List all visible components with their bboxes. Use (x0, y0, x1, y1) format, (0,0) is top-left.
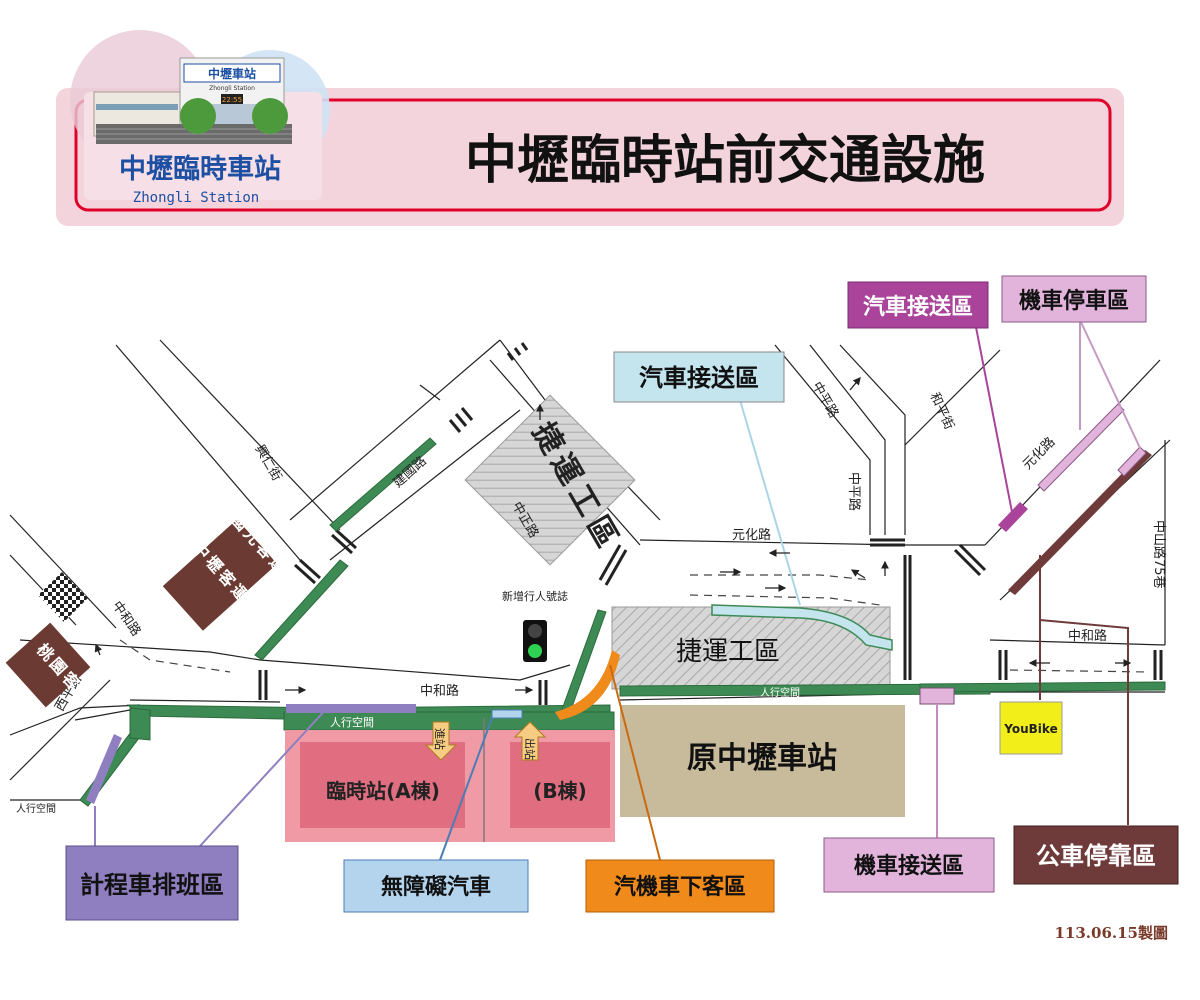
new-signal-label: 新增行人號誌 (502, 589, 568, 603)
legend-car-dropoff-top (613, 351, 785, 403)
car-dropoff-magenta-marker (998, 502, 1028, 532)
accessible-zone-marker (491, 709, 523, 719)
road-yuanhua: 元化路 (732, 527, 771, 543)
logo-subtitle: Zhongli Station (133, 190, 259, 206)
taxi-zone-marker (286, 704, 416, 713)
station-logo: 中壢車站 Zhongli Station 22:55 中壢臨時車站 Zhongl… (70, 30, 330, 206)
enter-sign: 進站 (424, 721, 458, 761)
scooter-parking-marker-2 (1117, 446, 1147, 477)
logo-sign: 中壢車站 (208, 66, 256, 81)
tree-icon (252, 98, 288, 134)
crosswalks (133, 342, 1163, 736)
tree-icon (180, 98, 216, 134)
legend-scooter-pickup-label: 機車接送區 (854, 853, 964, 879)
legend-bus-stop (1013, 825, 1179, 885)
ped-space-label-right: 人行空間 (760, 686, 800, 699)
road-zhonghe-right: 中和路 (1068, 628, 1107, 644)
leader-lines (94, 319, 1141, 861)
legend-car-dropoff-right-label: 汽車接送區 (863, 294, 973, 320)
logo-clock: 22:55 (222, 96, 242, 104)
exit-label: 出站 (523, 738, 537, 760)
road-zhonghe-center: 中和路 (420, 683, 459, 699)
road-zhongshan: 中山路75巷 (1151, 520, 1167, 589)
page-title: 中壢臨時站前交通設施 (465, 131, 985, 191)
scooter-parking-marker-1 (1037, 403, 1125, 492)
legend-bus-stop-label: 公車停靠區 (1036, 842, 1156, 870)
old-station (620, 705, 905, 817)
road-zhongping-top: 中平路 (809, 379, 842, 421)
legend-scooter-parking (1001, 275, 1147, 323)
legend-accessible-label: 無障礙汽車 (381, 874, 491, 900)
header-border (74, 98, 1112, 212)
legend-dropoff-label: 汽機車下客區 (614, 874, 746, 900)
ped-space-label-left: 人行空間 (16, 802, 56, 815)
legend-car-dropoff-top-label: 汽車接送區 (639, 364, 759, 392)
enter-label: 進站 (433, 728, 447, 750)
legend-car-dropoff-right (847, 281, 989, 329)
youbike-station (999, 701, 1063, 755)
exit-sign: 出站 (513, 721, 547, 761)
dropoff-zone-marker (555, 650, 620, 720)
scooter-pickup-marker (919, 687, 955, 705)
old-station-label: 原中壢車站 (687, 741, 837, 776)
pedestrian-signal: 新增行人號誌 (502, 589, 568, 662)
youbike-label: YouBike (1003, 722, 1057, 736)
bus-company-signs: 桃園客運 中壢客運 國光客運 (5, 510, 292, 709)
bus-stop-marker (1008, 450, 1152, 595)
blocked-area-icon (38, 572, 88, 622)
header: 中壢車站 Zhongli Station 22:55 中壢臨時車站 Zhongl… (56, 30, 1124, 226)
car-dropoff-zone-blue (711, 604, 893, 651)
traffic-arrows (94, 377, 1132, 694)
logo-title: 中壢臨時車站 (119, 154, 281, 185)
road-heping: 和平街 (926, 390, 956, 432)
road-zhonghe-left: 中和路 (109, 598, 144, 639)
road-xingren: 興仁街 (252, 443, 284, 484)
legend: 汽車接送區 汽車接送區 機車停車區 計程車排班區 無障礙汽車 汽機車下客區 機車… (65, 275, 1179, 921)
temp-station-a-label: 臨時站(A棟) (326, 779, 440, 803)
legend-taxi-label: 計程車排班區 (80, 871, 224, 899)
mrt-work-center-label: 捷運工區 (676, 637, 780, 667)
legend-dropoff (585, 859, 775, 913)
road-yuanhua-right: 元化路 (1020, 434, 1059, 473)
legend-taxi (65, 845, 239, 921)
mrt-work-zone-top (464, 394, 636, 566)
logo-sign-small: Zhongli Station (209, 85, 255, 92)
temp-station-b-label: (B棟) (533, 779, 587, 803)
legend-scooter-parking-label: 機車停車區 (1019, 288, 1129, 314)
legend-accessible (343, 859, 529, 913)
ped-space-label-center: 人行空間 (330, 715, 374, 729)
taxi-zone-marker-left (86, 734, 122, 804)
legend-scooter-pickup (823, 837, 995, 893)
map-date: 113.06.15製圖 (1054, 924, 1168, 942)
road-zhongping: 中平路 (846, 472, 862, 511)
road-labels: 興仁街 建國路 中正路 中和路 中和路 中和路 元化路 元化路 中平路 中平路 … (52, 379, 1167, 714)
